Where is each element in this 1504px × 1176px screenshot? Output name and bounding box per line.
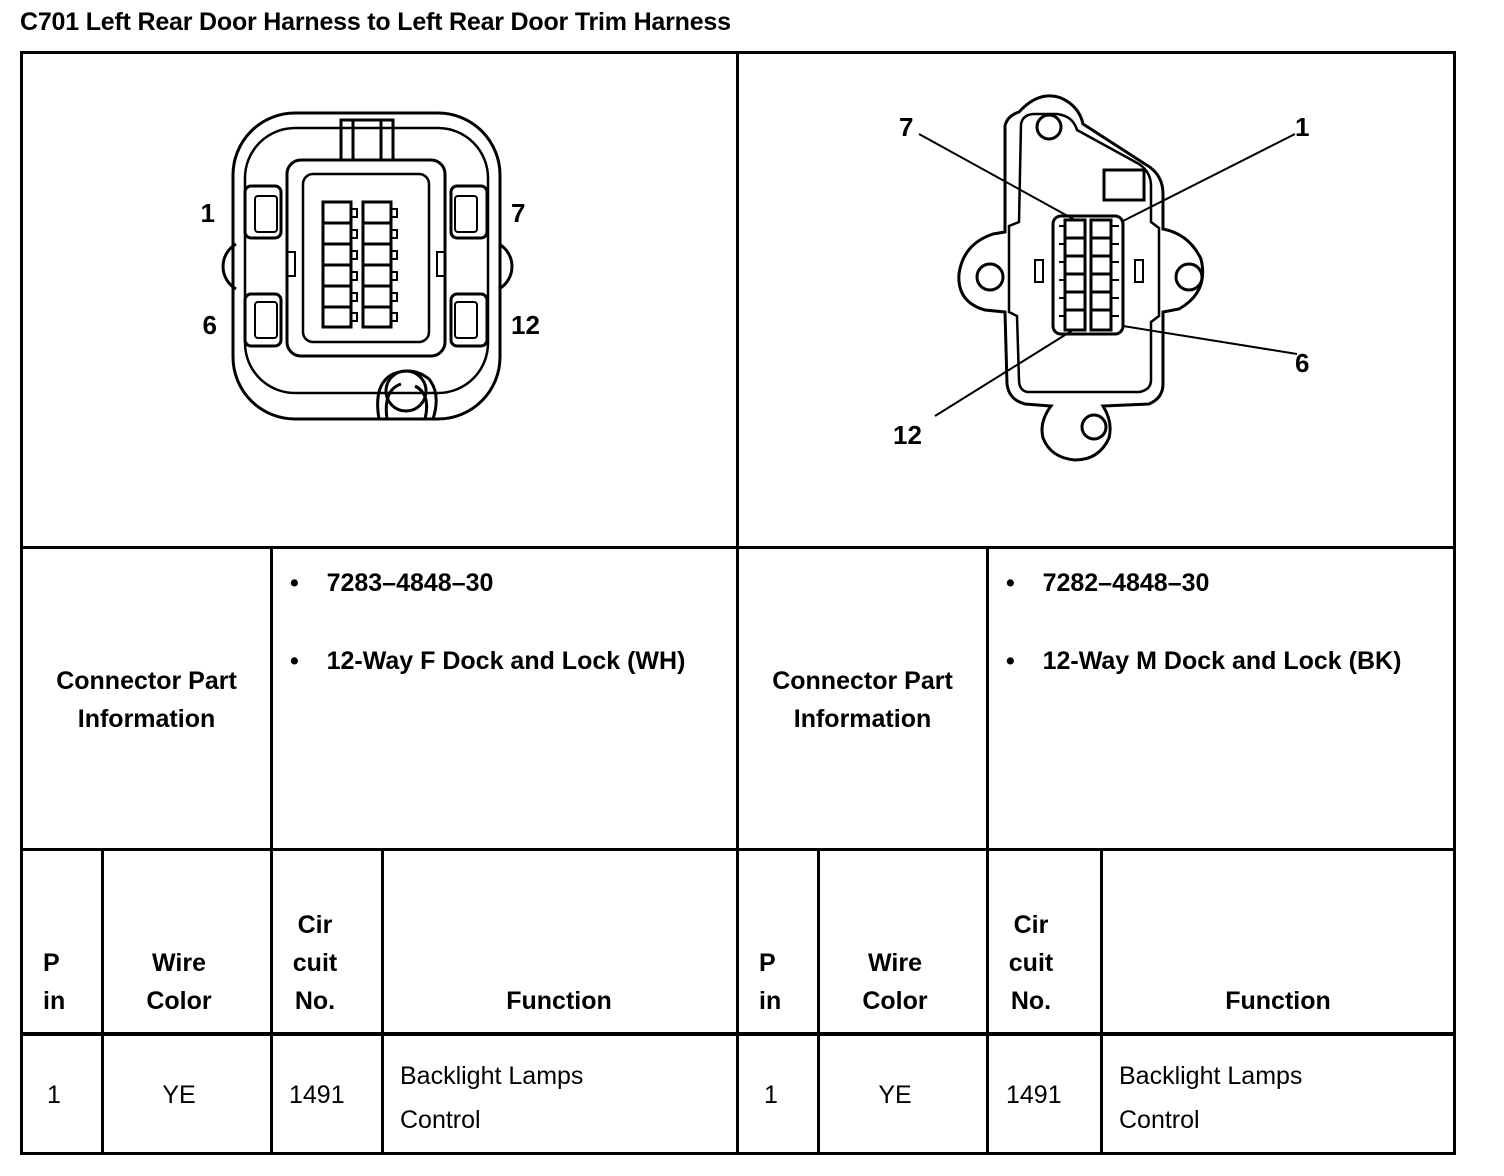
connector-table: 1 6 7 12 — [20, 51, 1456, 1155]
col-divider — [381, 848, 384, 1152]
header-circuit: Cir cuit No. — [1008, 911, 1054, 1015]
left-pin-label-7: 7 — [511, 198, 525, 228]
row-divider-header — [23, 1032, 1453, 1036]
header-function: Function — [1225, 987, 1331, 1015]
row-divider-info — [23, 848, 1453, 851]
right-part-number: • 7282–4848–30 — [1006, 564, 1436, 602]
table-row-function: Backlight Lamps Control — [1119, 1062, 1303, 1134]
right-pin-label-12: 12 — [893, 420, 922, 450]
right-part-description-text: 12-Way M Dock and Lock (BK) — [1042, 647, 1402, 675]
table-row-function: Backlight Lamps Control — [400, 1062, 584, 1134]
header-pin: P in — [759, 949, 782, 1015]
left-connector-label: Connector Part Information — [56, 667, 237, 733]
right-pin-label-7: 7 — [899, 112, 913, 142]
bullet: • — [290, 569, 299, 597]
left-pin-label-12: 12 — [511, 310, 540, 340]
table-row-circuit: 1491 — [289, 1081, 345, 1109]
bullet: • — [1006, 647, 1015, 675]
right-part-number-text: 7282–4848–30 — [1042, 569, 1210, 597]
header-circuit: Cir cuit No. — [292, 911, 338, 1015]
left-part-description: • 12-Way F Dock and Lock (WH) — [290, 642, 720, 680]
center-divider — [736, 54, 739, 1152]
table-row-wire-color: YE — [162, 1081, 196, 1109]
header-pin: P in — [43, 949, 66, 1015]
right-connector-diagram: 7 1 12 6 — [893, 94, 1309, 462]
bullet: • — [1006, 569, 1015, 597]
right-pin-label-6: 6 — [1295, 348, 1309, 378]
right-part-description: • 12-Way M Dock and Lock (BK) — [1006, 642, 1416, 680]
page-title: C701 Left Rear Door Harness to Left Rear… — [20, 8, 731, 36]
right-connector-label: Connector Part Information — [772, 667, 953, 733]
table-row-wire-color: YE — [878, 1081, 912, 1109]
row-divider-image — [23, 546, 1453, 549]
left-pin-label-6: 6 — [203, 310, 217, 340]
col-divider — [986, 546, 989, 1152]
left-part-number: • 7283–4848–30 — [290, 564, 720, 602]
left-part-description-text: 12-Way F Dock and Lock (WH) — [326, 647, 686, 675]
left-connector-diagram: 1 6 7 12 — [201, 111, 540, 421]
header-wire-color: Wire Color — [146, 949, 212, 1015]
left-part-number-text: 7283–4848–30 — [326, 569, 494, 597]
col-divider — [270, 546, 273, 1152]
table-row-pin: 1 — [764, 1081, 778, 1109]
header-wire-color: Wire Color — [862, 949, 928, 1015]
header-function: Function — [506, 987, 612, 1015]
table-row-pin: 1 — [47, 1081, 61, 1109]
left-pin-label-1: 1 — [201, 198, 215, 228]
table-row-circuit: 1491 — [1006, 1081, 1062, 1109]
bullet: • — [290, 647, 299, 675]
col-divider — [1100, 848, 1103, 1152]
col-divider — [817, 848, 820, 1152]
col-divider — [101, 848, 104, 1152]
right-pin-label-1: 1 — [1295, 112, 1309, 142]
